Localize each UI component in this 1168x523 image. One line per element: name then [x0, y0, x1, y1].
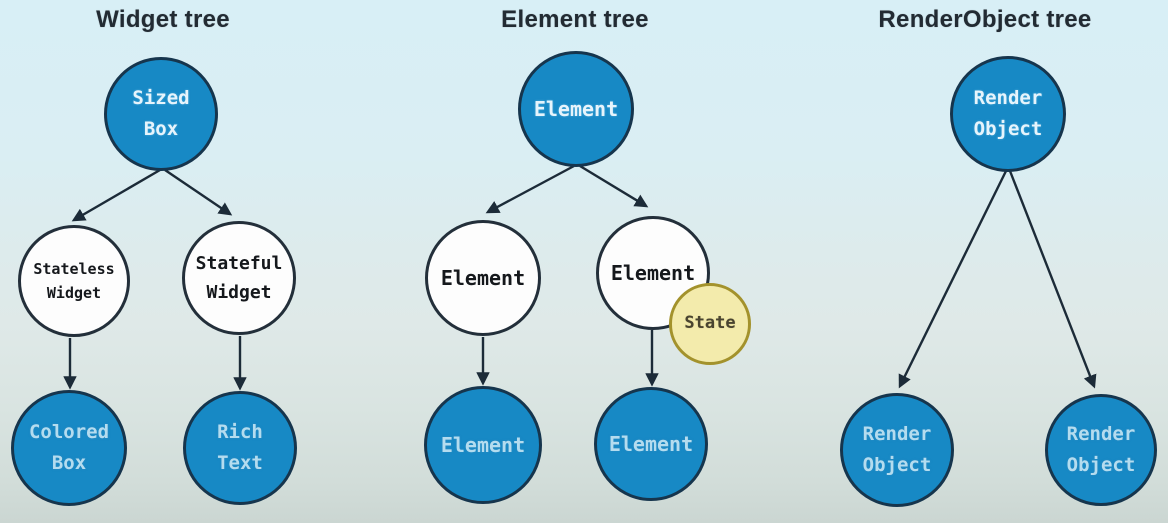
renderobject-tree-title: RenderObject tree	[878, 6, 1092, 33]
renderobject-tree-edge-1	[1008, 170, 1097, 389]
node-colored-box-label: Box	[51, 452, 87, 474]
node-sized-box-label: Box	[143, 118, 179, 140]
node-state-label: State	[684, 313, 736, 334]
node-render-object-right-label: Render	[1066, 423, 1136, 446]
node-rich-text-label: Rich	[217, 421, 263, 444]
node-render-object-left-label: Render	[862, 423, 932, 446]
node-render-object-root-label: Object	[973, 118, 1043, 140]
element-tree-title: Element tree	[501, 6, 649, 33]
node-sized-box-label: Sized	[132, 87, 190, 110]
renderobject-tree-edge-0	[898, 170, 1008, 389]
node-element-leaf-left: Element	[424, 386, 542, 504]
widget-tree-title: Widget tree	[96, 6, 230, 33]
node-stateful-widget-label: Stateful	[195, 252, 283, 274]
widget-tree-edge-1	[164, 169, 233, 216]
node-colored-box-label: Colored	[28, 421, 110, 444]
node-stateful-widget-label: Widget	[206, 282, 272, 303]
node-rich-text-label: Text	[217, 452, 263, 474]
node-element-root-label: Element	[533, 96, 619, 121]
node-stateless-widget-label: Widget	[46, 284, 102, 302]
element-tree-edge-0	[485, 164, 575, 214]
node-render-object-right-label: Object	[1066, 454, 1136, 476]
node-state: State	[669, 283, 751, 365]
node-element-leaf-right-label: Element	[608, 431, 694, 456]
element-tree-edge-1	[579, 164, 649, 208]
node-element-root: Element	[518, 51, 634, 167]
widget-tree-edge-0	[71, 168, 161, 222]
node-element-child-right-label: Element	[610, 260, 696, 285]
node-element-leaf-right: Element	[594, 387, 708, 501]
node-element-child-left-label: Element	[440, 265, 526, 290]
node-element-child-left: Element	[425, 220, 541, 336]
node-render-object-left-label: Object	[862, 454, 932, 476]
node-stateless-widget-label: Stateless	[33, 259, 115, 278]
node-element-leaf-left-label: Element	[440, 432, 526, 457]
node-render-object-root-label: Render	[973, 87, 1043, 110]
